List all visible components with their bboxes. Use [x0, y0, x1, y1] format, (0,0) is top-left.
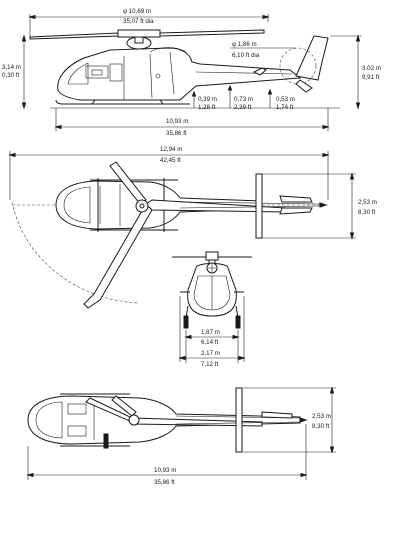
front-skid-width-ft: 6,14 ft [201, 339, 218, 346]
bottom-tail-width-ft: 8,30 ft [312, 423, 329, 430]
top-overall-m: 12,94 m [160, 146, 182, 153]
height-right-m: 3,02 m [362, 65, 381, 72]
clearance-3-ft: 1,74 ft [276, 104, 293, 111]
top-overall-ft: 42,45 ft [160, 157, 181, 164]
bottom-length-ft: 35,86 ft [154, 479, 175, 486]
clearance-3-m: 0,53 m [276, 96, 295, 103]
clearance-1-ft: 1,28 ft [198, 104, 215, 111]
front-overall-width-m: 2,17 m [201, 350, 220, 357]
side-length-m: 10,93 m [166, 118, 188, 125]
bottom-tail-width-m: 2,53 m [312, 413, 331, 420]
top-tail-width-ft: 8,30 ft [358, 209, 375, 216]
front-skid-width-m: 1,87 m [201, 329, 220, 336]
rotor-diameter-m: φ 10,69 m [123, 8, 151, 15]
bottom-view: 2,53 m 8,30 ft 10,93 m 35,86 ft [26, 386, 336, 486]
height-right-ft: 9,91 ft [362, 74, 379, 81]
height-left-ft: 0,30 ft [2, 72, 19, 79]
front-overall-width-ft: 7,12 ft [201, 361, 218, 368]
tail-rotor-diameter-ft: 6,10 ft dia [232, 52, 260, 59]
clearance-2-m: 0,73 m [234, 96, 253, 103]
top-view: 12,94 m 42,45 ft 2,53 m [8, 146, 377, 309]
bottom-length-m: 10,93 m [154, 467, 176, 474]
top-tail-width-m: 2,53 m [358, 199, 377, 206]
side-length-ft: 35,86 ft [166, 130, 187, 137]
clearance-1-m: 0,39 m [198, 96, 217, 103]
clearance-2-ft: 2,39 ft [234, 104, 251, 111]
height-left-m: 3,14 m [2, 64, 21, 71]
side-view: φ 10,69 m 35,07 ft dia [2, 8, 381, 137]
tail-rotor-diameter-m: φ 1,86 m [232, 41, 257, 48]
front-view: 1,87 m 6,14 ft 2,17 m 7,12 ft [172, 251, 252, 368]
rotor-diameter-ft: 35,07 ft dia [123, 18, 154, 25]
